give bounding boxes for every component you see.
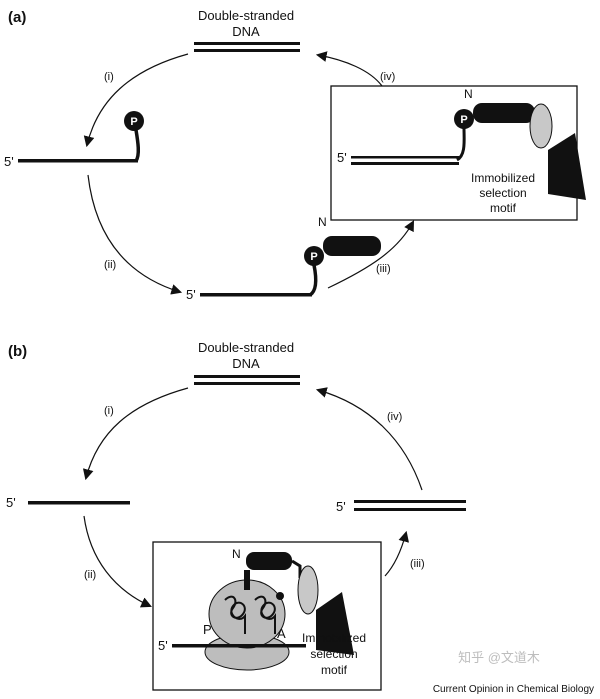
panel-a-phosphate-1 <box>124 111 144 131</box>
panel-b-n-terminus: N <box>232 547 241 561</box>
panel-a-binding-protein <box>529 103 553 149</box>
panel-a-phosphate-3 <box>454 109 474 129</box>
panel-b-motif-line-1: Immobilized <box>302 631 366 645</box>
panel-b-motif-line-3: motif <box>321 663 348 677</box>
panel-b-peptide-linker <box>291 559 302 578</box>
panel-b-arrow-iv <box>315 387 423 491</box>
panel-b-dsdna-right <box>354 500 466 511</box>
panel-a-arrow-iv <box>315 51 383 87</box>
panel-b-mrna <box>172 644 306 648</box>
panel-a-motif-line-2: selection <box>479 186 526 200</box>
panel-b-immobilized-motif <box>316 592 354 655</box>
panel-a-five-prime-2: 5' <box>186 287 196 302</box>
panel-a-n-terminus-3: N <box>464 87 473 101</box>
panel-a-n-terminus-2: N <box>318 215 327 229</box>
panel-a-motif-line-3: motif <box>490 201 517 215</box>
panel-a-phosphate-2 <box>304 246 324 266</box>
panel-a-five-prime-3: 5' <box>337 150 347 165</box>
panel-b-binding-protein <box>297 565 319 615</box>
panel-a-ssdna-linker <box>18 129 141 163</box>
panel-b-step-iv: (iv) <box>387 411 402 423</box>
panel-a-arrow-i <box>83 53 189 148</box>
panel-b-five-prime-2: 5' <box>336 499 346 514</box>
panel-b-site-a: A <box>277 626 286 641</box>
panel-b-arrow-ii <box>83 515 152 608</box>
panel-a-step-ii: (ii) <box>104 259 116 271</box>
panel-a-phosphate-label-3: P <box>460 114 467 126</box>
panel-a-five-prime-1: 5' <box>4 154 14 169</box>
panel-b-peptide <box>246 552 292 570</box>
panel-b-site-p: P <box>203 622 212 637</box>
panel-b-label: (b) <box>8 343 27 360</box>
credit-line: Current Opinion in Chemical Biology <box>433 684 594 695</box>
panel-b-arrow-i <box>82 387 189 481</box>
panel-b-double-strand <box>194 375 300 385</box>
panel-a-label: (a) <box>8 9 26 26</box>
panel-b-arrow-iii <box>384 530 409 577</box>
panel-a-ssdna-bottom <box>200 264 318 297</box>
panel-a-step-iv: (iv) <box>380 71 395 83</box>
panel-a-peptide-2 <box>323 236 381 256</box>
panel-a-dna-title-1: Double-stranded <box>198 8 294 23</box>
panel-a-immobilized-motif <box>548 133 586 200</box>
panel-b-dna-title-1: Double-stranded <box>198 340 294 355</box>
panel-b-motif-line-2: selection <box>310 647 357 661</box>
panel-a-phosphate-label-1: P <box>130 116 137 128</box>
panel-a-duplex-in-box <box>351 127 466 165</box>
panel-a-arrow-ii <box>87 174 183 295</box>
panel-b-five-prime-3: 5' <box>158 638 168 653</box>
watermark: 知乎 @文道木 <box>458 650 540 665</box>
panel-b-step-iii: (iii) <box>410 558 425 570</box>
panel-b-ssdna-left <box>28 501 130 505</box>
panel-b-selection-box <box>152 541 382 691</box>
panel-b-dna-title-2: DNA <box>232 356 260 371</box>
panel-a-arrow-iii <box>327 220 415 289</box>
panel-a-motif-line-1: Immobilized <box>471 171 535 185</box>
panel-a-double-strand <box>194 42 300 52</box>
panel-b-step-ii: (ii) <box>84 569 96 581</box>
panel-a-peptide-3 <box>473 103 535 123</box>
panel-a-step-iii: (iii) <box>376 263 391 275</box>
panel-b-ribosome <box>204 570 290 671</box>
panel-b-step-i: (i) <box>104 405 114 417</box>
panel-a-step-i: (i) <box>104 71 114 83</box>
panel-b-five-prime-1: 5' <box>6 495 16 510</box>
panel-a-dna-title-2: DNA <box>232 24 260 39</box>
panel-a-phosphate-label-2: P <box>310 251 317 263</box>
